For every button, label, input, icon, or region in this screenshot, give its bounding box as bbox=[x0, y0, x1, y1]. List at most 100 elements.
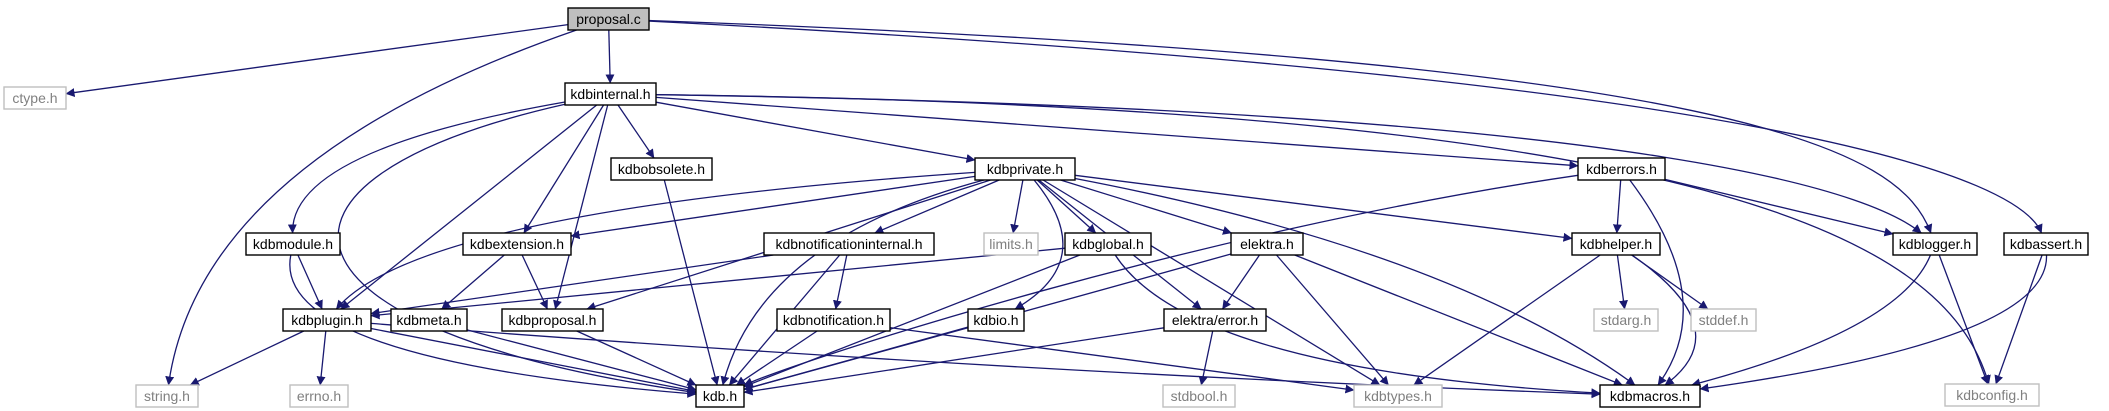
node-proposal-c[interactable]: proposal.c bbox=[567, 7, 650, 31]
node-box bbox=[2003, 232, 2089, 256]
edge-kdbinternal-h-to-kdblogger-h bbox=[655, 94, 1922, 234]
edge-arrow bbox=[441, 254, 505, 310]
edge-kdberrors-h-to-kdblogger-h bbox=[1664, 178, 1894, 237]
edge-kdbinternal-h-to-kdberrors-h bbox=[655, 96, 1579, 170]
edge-arrow bbox=[1994, 254, 2043, 385]
edge-arrow bbox=[617, 104, 655, 159]
edge-kdbplugin-h-to-string-h bbox=[189, 330, 305, 386]
edge-kdbinternal-h-to-kdbprivate-h bbox=[655, 101, 976, 163]
edge-kdbproposal-h-to-kdb-h bbox=[576, 330, 697, 386]
node-kdbmacros-h[interactable]: kdbmacros.h bbox=[1599, 384, 1701, 408]
edge-kdbinternal-h-to-kdbextension-h bbox=[523, 104, 605, 234]
node-label: kdblogger.h bbox=[1899, 236, 1971, 252]
edge-arrow bbox=[743, 327, 969, 392]
node-label: kdbglobal.h bbox=[1072, 236, 1144, 252]
node-label: elektra/error.h bbox=[1172, 312, 1258, 328]
node-kdbhelper-h[interactable]: kdbhelper.h bbox=[1571, 232, 1661, 256]
node-box bbox=[1892, 232, 1978, 256]
node-label: errno.h bbox=[297, 388, 341, 404]
edge-kdbmodule-h-to-kdb-h bbox=[289, 254, 697, 398]
node-kdbplugin-h[interactable]: kdbplugin.h bbox=[282, 308, 372, 332]
node-box bbox=[390, 308, 468, 332]
node-box bbox=[135, 384, 199, 408]
node-kdberrors-h[interactable]: kdberrors.h bbox=[1577, 157, 1666, 181]
node-kdbnotificationinternal-h[interactable]: kdbnotificationinternal.h bbox=[763, 232, 935, 256]
edge-arrow bbox=[1221, 254, 1261, 310]
node-kdbglobal-h[interactable]: kdbglobal.h bbox=[1064, 232, 1152, 256]
node-kdblogger-h[interactable]: kdblogger.h bbox=[1892, 232, 1978, 256]
node-kdbinternal-h[interactable]: kdbinternal.h bbox=[564, 82, 657, 106]
edge-kdbprivate-h-to-kdbnotificationinternal-h bbox=[874, 179, 1000, 234]
node-label: kdb.h bbox=[703, 388, 737, 404]
node-label: kdberrors.h bbox=[1586, 161, 1657, 177]
edge-kdblogger-h-to-kdbmacros-h bbox=[1691, 254, 1932, 388]
edge-arrow bbox=[889, 326, 1355, 394]
node-label: kdbobsolete.h bbox=[618, 161, 705, 177]
node-label: limits.h bbox=[989, 236, 1033, 252]
node-label: ctype.h bbox=[12, 90, 57, 106]
node-string-h: string.h bbox=[135, 384, 199, 408]
node-box bbox=[1162, 384, 1236, 408]
edge-elektra-error-h-to-stdbool-h bbox=[1198, 330, 1214, 386]
edge-arrow bbox=[1198, 330, 1214, 386]
node-elektra-h[interactable]: elektra.h bbox=[1230, 232, 1304, 256]
edge-kdbplugin-h-to-kdb-h bbox=[370, 327, 697, 395]
edge-proposal-c-to-kdbassert-h bbox=[648, 20, 2043, 234]
edge-elektra-h-to-elektra-error-h bbox=[1221, 254, 1261, 310]
edge-arrow bbox=[340, 104, 598, 310]
node-box bbox=[983, 232, 1039, 256]
node-label: kdbmodule.h bbox=[253, 236, 333, 252]
node-kdbprivate-h[interactable]: kdbprivate.h bbox=[974, 157, 1076, 181]
edge-arrow bbox=[655, 94, 1922, 234]
node-label: kdbnotificationinternal.h bbox=[775, 236, 922, 252]
node-kdbassert-h[interactable]: kdbassert.h bbox=[2003, 232, 2089, 256]
node-label: stddef.h bbox=[1699, 312, 1749, 328]
node-box bbox=[289, 384, 349, 408]
node-label: proposal.c bbox=[576, 11, 641, 27]
edge-kdberrors-h-to-kdbhelper-h bbox=[1612, 179, 1622, 234]
edge-kdbmodule-h-to-kdbplugin-h bbox=[297, 254, 323, 310]
node-kdbobsolete-h[interactable]: kdbobsolete.h bbox=[610, 157, 713, 181]
edge-arrow bbox=[287, 101, 566, 234]
node-kdbmodule-h[interactable]: kdbmodule.h bbox=[245, 232, 341, 256]
node-kdbproposal-h[interactable]: kdbproposal.h bbox=[501, 308, 604, 332]
edge-proposal-c-to-kdbinternal-h bbox=[605, 29, 615, 84]
node-errno-h: errno.h bbox=[289, 384, 349, 408]
edge-arrow bbox=[570, 175, 976, 240]
edge-elektra-error-h-to-kdb-h bbox=[743, 327, 1165, 396]
node-label: kdbhelper.h bbox=[1580, 236, 1652, 252]
node-box bbox=[1593, 308, 1659, 332]
node-box bbox=[974, 157, 1076, 181]
edge-arrow bbox=[370, 247, 1066, 320]
edge-kdbhelper-h-to-kdbtypes-h bbox=[1413, 254, 1601, 386]
node-label: kdbextension.h bbox=[470, 236, 564, 252]
edge-proposal-c-to-string-h bbox=[165, 29, 577, 386]
edge-arrow bbox=[736, 330, 818, 386]
node-box bbox=[567, 7, 650, 31]
node-kdbmeta-h[interactable]: kdbmeta.h bbox=[390, 308, 468, 332]
edge-kdbprivate-h-to-elektra-h bbox=[1060, 179, 1232, 235]
edge-kdbnotificationinternal-h-to-kdbplugin-h bbox=[370, 254, 774, 317]
node-label: kdbplugin.h bbox=[291, 312, 363, 328]
edge-kdbinternal-h-to-kdbmodule-h bbox=[287, 101, 566, 234]
edge-arrow bbox=[1074, 177, 1636, 386]
edge-kdbassert-h-to-kdbconfig-h bbox=[1994, 254, 2043, 385]
node-kdbnotification-h[interactable]: kdbnotification.h bbox=[776, 308, 891, 332]
edge-arrow bbox=[663, 179, 720, 386]
edge-elektra-h-to-kdbmacros-h bbox=[1294, 254, 1623, 387]
edge-kdberrors-h-to-kdb-h bbox=[743, 174, 1579, 386]
edge-arrow bbox=[1691, 254, 1932, 388]
edge-kdbprivate-h-to-kdbglobal-h bbox=[1036, 179, 1097, 234]
edge-arrow bbox=[743, 327, 1165, 396]
node-elektra-error-h[interactable]: elektra/error.h bbox=[1163, 308, 1267, 332]
node-box bbox=[1577, 157, 1666, 181]
node-box bbox=[462, 232, 572, 256]
edge-arrow bbox=[1612, 179, 1622, 234]
edge-kdbprivate-h-to-kdbio-h bbox=[1014, 179, 1064, 310]
node-kdbio-h[interactable]: kdbio.h bbox=[967, 308, 1025, 332]
node-kdbextension-h[interactable]: kdbextension.h bbox=[462, 232, 572, 256]
node-label: stdarg.h bbox=[1601, 312, 1652, 328]
node-kdb-h[interactable]: kdb.h bbox=[695, 384, 745, 408]
edge-arrow bbox=[65, 23, 569, 97]
